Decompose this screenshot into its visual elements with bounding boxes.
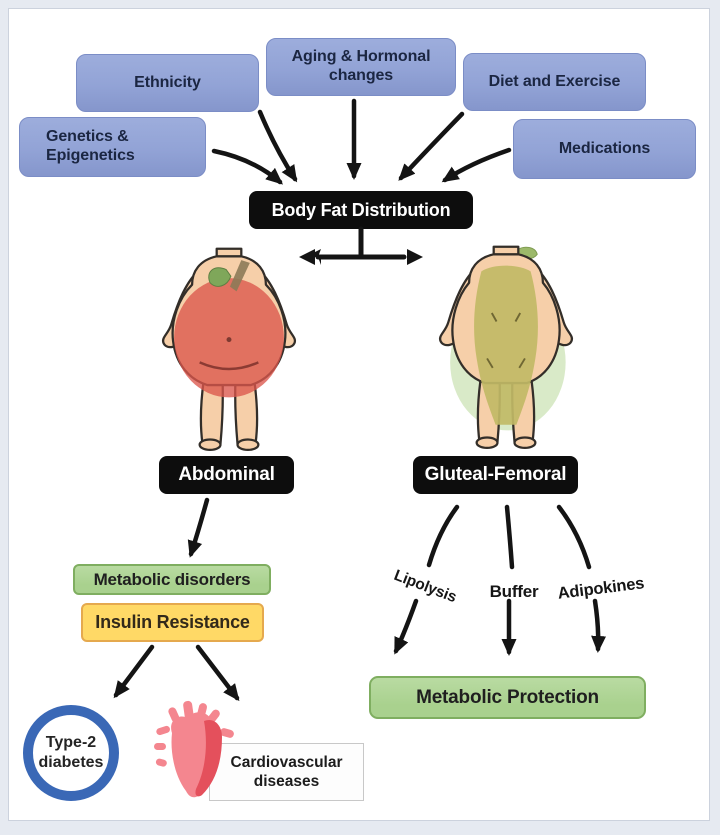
factor-box-aging-hormonal: Aging & Hormonal changes xyxy=(266,38,456,96)
factor-box-ethnicity: Ethnicity xyxy=(76,54,259,112)
body-contour-marks xyxy=(486,312,526,369)
arrow-adipokines-lower xyxy=(591,598,607,653)
body-right-foot xyxy=(513,436,537,450)
factor-box-genetics-epigenetics: Genetics & Epigenetics xyxy=(19,117,206,177)
double-arrow-right-head xyxy=(407,249,423,265)
body-right-foot xyxy=(236,438,260,452)
factor-label: Genetics & Epigenetics xyxy=(46,128,135,164)
type-box-gluteal-femoral: Gluteal-Femoral xyxy=(413,456,578,494)
insulin-resistance-box: Insulin Resistance xyxy=(81,603,264,642)
arrow-buffer-upper xyxy=(504,504,515,570)
heart-vessel xyxy=(155,758,167,767)
mechanism-label-lipolysis: Lipolysis xyxy=(391,566,459,607)
heart-vessel xyxy=(156,725,170,736)
body-left-foot xyxy=(198,438,222,452)
arrow-insulin-to-cardio xyxy=(195,644,240,702)
apple-stem-icon xyxy=(229,260,250,292)
gluteal-femoral-body-figure xyxy=(438,245,574,450)
hub-box-body-fat-distribution: Body Fat Distribution xyxy=(249,191,473,229)
arrow-lipolysis-lower xyxy=(393,598,419,655)
diagram-panel: Ethnicity Aging & Hormonal changes Diet … xyxy=(8,8,710,821)
arrow-genetics-to-hub xyxy=(211,148,284,185)
heart-right-ventricle xyxy=(195,719,222,797)
navel xyxy=(226,337,232,343)
arrow-insulin-to-diabetes xyxy=(113,644,155,699)
arrow-abdominal-to-disorders xyxy=(187,497,210,558)
factor-box-diet-exercise: Diet and Exercise xyxy=(463,53,646,111)
arrow-lipolysis-upper xyxy=(426,504,460,568)
heart-vessel xyxy=(154,743,166,750)
arrow-adipokines-upper xyxy=(556,504,592,570)
body-left-foot xyxy=(475,436,499,450)
heart-icon xyxy=(154,700,234,798)
arrow-medications-to-hub xyxy=(441,147,512,183)
double-arrow-left-head xyxy=(299,249,321,265)
arrow-diet-to-hub xyxy=(398,111,465,181)
arrow-ethnicity-to-hub xyxy=(257,109,298,183)
apple-leaf-icon xyxy=(208,267,232,287)
mechanism-label-adipokines: Adipokines xyxy=(556,574,646,603)
gluteal-fat-overlay xyxy=(474,265,538,425)
type-box-abdominal: Abdominal xyxy=(159,456,294,494)
type2-diabetes-circle: Type-2 diabetes xyxy=(23,705,119,801)
diabetes-label-line2: diabetes xyxy=(38,754,104,771)
metabolic-disorders-box: Metabolic disorders xyxy=(73,564,271,595)
abdominal-body-figure xyxy=(161,247,297,452)
cardiovascular-diseases-box: Cardiovascular diseases xyxy=(209,743,364,801)
heart-vessel xyxy=(220,728,234,738)
factor-box-medications: Medications xyxy=(513,119,696,179)
metabolic-protection-box: Metabolic Protection xyxy=(369,676,646,719)
diabetes-label-line1: Type-2 xyxy=(45,734,97,751)
mechanism-label-buffer: Buffer xyxy=(489,582,539,601)
belly-crease xyxy=(199,361,259,371)
